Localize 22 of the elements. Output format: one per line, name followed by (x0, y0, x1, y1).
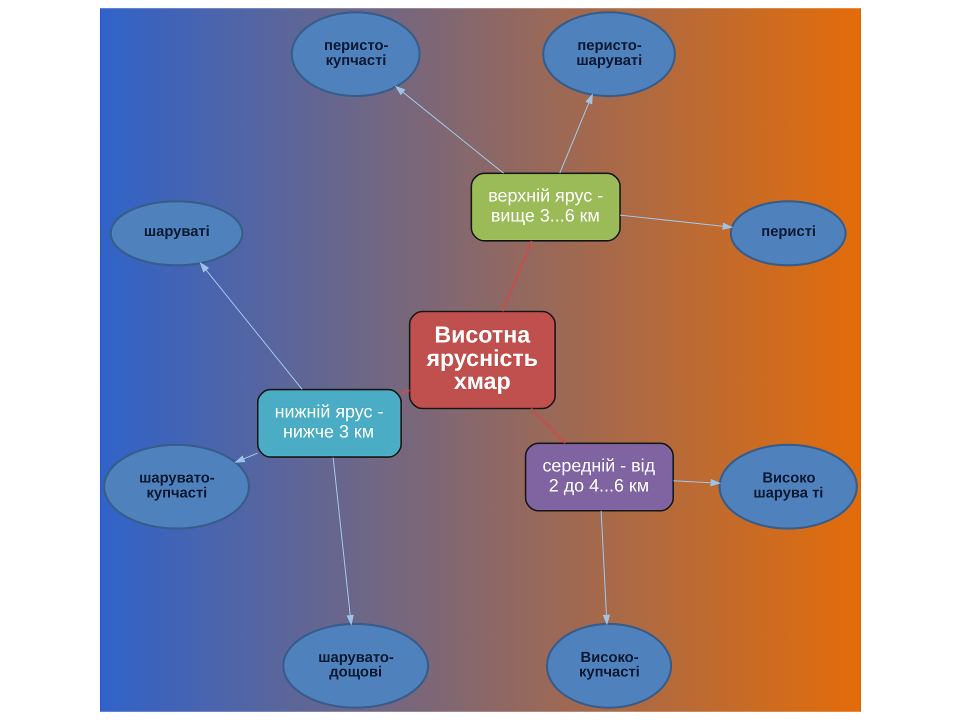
arrow (558, 93, 592, 174)
arrow (234, 452, 258, 463)
connector (400, 389, 410, 395)
arrow (600, 510, 610, 626)
node-box: верхній ярус - вище 3...6 км (470, 172, 620, 242)
node-ellipse: шарувато-купчасті (102, 444, 250, 530)
node-ellipse: шарувато-дощові (282, 622, 429, 709)
arrow (394, 86, 504, 174)
arrow (620, 214, 733, 230)
arrow (672, 479, 721, 486)
node-box: середній - від 2 до 4...6 км (524, 442, 674, 512)
connector (530, 408, 566, 444)
node-ellipse: перисто-шаруваті (542, 11, 676, 98)
node-ellipse: Високо-купчасті (545, 622, 672, 709)
node-box: нижній ярус - нижче 3 км (256, 388, 402, 458)
node-box: Висотна ярусність хмар (408, 310, 556, 410)
node-ellipse: перисті (729, 200, 846, 266)
arrow (332, 458, 354, 626)
arrow (199, 262, 302, 390)
node-ellipse: Високо шарува ті (718, 444, 858, 530)
connector (501, 240, 532, 312)
node-ellipse: шаруваті (109, 200, 243, 266)
